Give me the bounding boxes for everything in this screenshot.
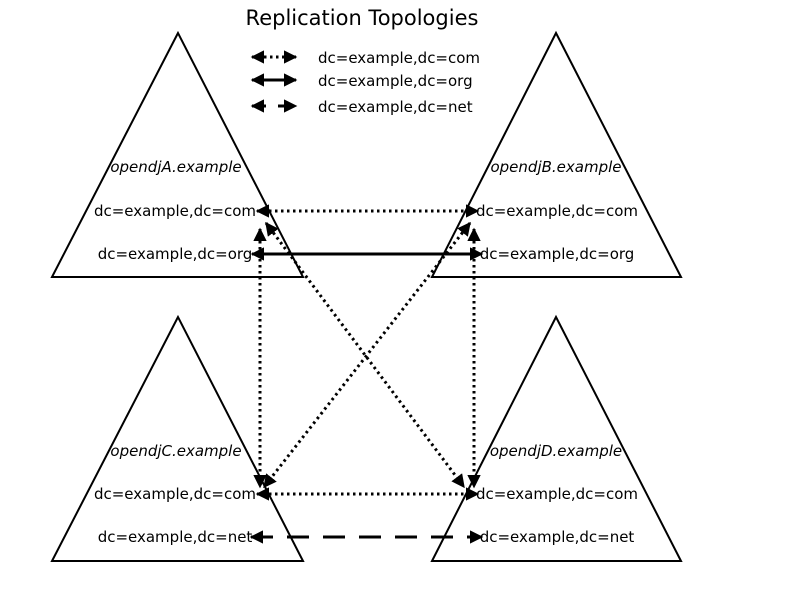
server-b-suffix-com: dc=example,dc=com xyxy=(476,202,638,220)
diagram-title: Replication Topologies xyxy=(246,6,479,30)
server-c-hostname: opendjC.example xyxy=(110,442,241,460)
server-a-suffix-org: dc=example,dc=org xyxy=(98,245,253,263)
server-c-suffix-net: dc=example,dc=net xyxy=(98,528,253,546)
server-d-suffix-net: dc=example,dc=net xyxy=(480,528,635,546)
legend-label-net: dc=example,dc=net xyxy=(318,98,473,116)
server-b-triangle xyxy=(430,30,683,278)
server-c-triangle xyxy=(50,314,305,562)
link-b-c-com xyxy=(262,221,472,489)
legend-label-com: dc=example,dc=com xyxy=(318,49,480,67)
legend-label-org: dc=example,dc=org xyxy=(318,72,473,90)
server-a-triangle xyxy=(50,30,305,278)
server-d-hostname: opendjD.example xyxy=(490,442,622,460)
server-c-suffix-com: dc=example,dc=com xyxy=(94,485,256,503)
server-b-hostname: opendjB.example xyxy=(490,158,621,176)
server-a-hostname: opendjA.example xyxy=(110,158,241,176)
server-d-suffix-com: dc=example,dc=com xyxy=(476,485,638,503)
server-b-suffix-org: dc=example,dc=org xyxy=(480,245,635,263)
server-d-triangle xyxy=(430,314,683,562)
server-a-suffix-com: dc=example,dc=com xyxy=(94,202,256,220)
